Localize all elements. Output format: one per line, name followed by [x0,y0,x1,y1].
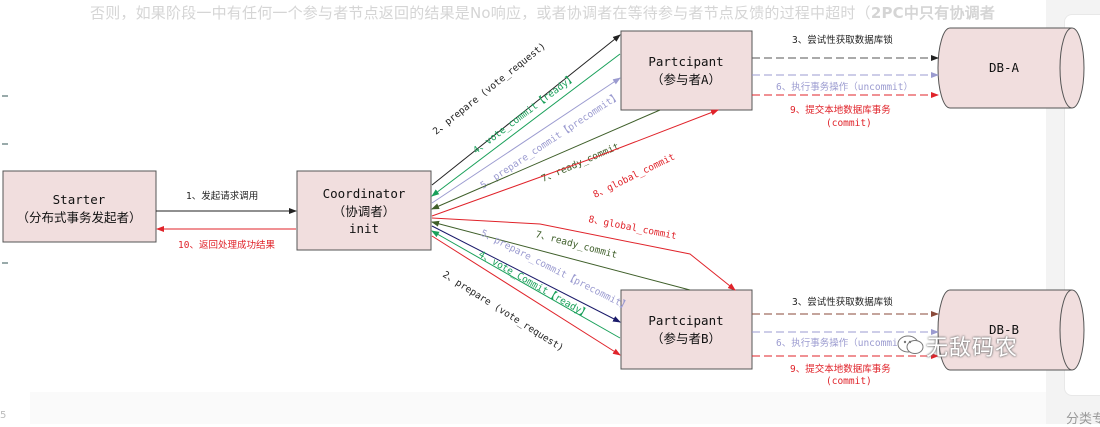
edge-b-prepare-label: 2、prepare (vote_request) [440,269,565,354]
edge-db-b-commit-label: 9、提交本地数据库事务 [790,363,891,375]
db-a-node: DB-A [937,27,1085,109]
edge-return-result-label: 10、返回处理成功结果 [178,239,275,251]
edge-db-b-execute-label: 6、执行事务操作（uncommit） [776,337,913,349]
gutter-mark [2,262,8,264]
edge-b-ready-commit-label: 7、ready_commit [534,229,618,261]
gutter-mark [2,95,8,97]
sidebar-category-text: 分类专 [1066,412,1100,427]
edge-db-a-lock: 3、尝试性获取数据库锁 [752,34,939,61]
edge-a-ready-commit: 7、ready_commit [431,109,661,210]
edge-db-a-lock-label: 3、尝试性获取数据库锁 [792,34,893,46]
edge-start-call: 1、发起请求调用 [156,190,297,214]
edge-a-global-commit-label: 8、global_commit [591,152,676,201]
db-b-node: DB-B [937,289,1085,371]
edge-b-global-commit-label: 8、global_commit [587,214,677,242]
edge-return-result: 10、返回处理成功结果 [156,226,296,251]
coordinator-node: Coordinator （协调者） init [296,170,432,251]
participant-b-node: Partcipant （参与者B） [620,289,753,370]
article-footer-shadow [30,392,1046,424]
coordinator-subtitle: （协调者） [333,204,396,219]
starter-subtitle: （分布式事务发起者） [16,210,141,225]
top-text-bold: 2PC中只有协调者 [870,4,996,22]
left-gutter-number: 5 [0,410,7,421]
edge-db-a-execute: 6、执行事务操作（uncommit） [752,72,939,93]
edge-db-b-execute: 6、执行事务操作（uncommit） [752,329,939,349]
edge-db-b-commit-sublabel: (commit) [826,376,872,387]
edge-start-call-label: 1、发起请求调用 [186,190,258,202]
wechat-icon [897,335,924,354]
edge-db-b-lock: 3、尝试性获取数据库锁 [752,296,939,317]
edge-db-a-commit: 9、提交本地数据库事务 (commit) [752,92,939,129]
db-a-label: DB-A [989,60,1020,75]
starter-node: Starter （分布式事务发起者） [2,170,157,243]
edge-db-a-commit-label: 9、提交本地数据库事务 [790,104,891,116]
watermark-text: 无敌码农 [926,336,1019,361]
edge-db-b-lock-label: 3、尝试性获取数据库锁 [792,296,893,308]
participant-b-subtitle: （参与者B） [651,331,721,346]
db-b-label: DB-B [989,322,1019,337]
edge-a-prepare-commit: 5、prepare_commit【precommit】 [431,77,623,204]
edge-db-a-commit-sublabel: (commit) [826,118,872,129]
edge-db-b-commit: 9、提交本地数据库事务 (commit) [752,353,939,387]
participant-a-subtitle: （参与者A） [651,72,721,87]
participant-a-title: Partcipant [648,54,723,69]
coordinator-state: init [349,221,379,236]
starter-title: Starter [53,192,106,207]
top-text-normal: 否则，如果阶段一中有任何一个参与者节点返回的结果是No响应，或者协调者在等待参与… [90,4,871,22]
participant-a-node: Partcipant （参与者A） [620,30,753,111]
edge-b-prepare-commit: 5、prepare_commit【precommit】 [431,225,631,323]
edge-a-vote-commit: 4、vote_commit【ready】 [431,53,621,197]
gutter-mark [2,143,8,145]
edge-a-prepare-label: 2、prepare (vote_request) [431,41,548,138]
article-top-text: 否则，如果阶段一中有任何一个参与者节点返回的结果是No响应，或者协调者在等待参与… [90,2,1020,26]
participant-b-title: Partcipant [648,313,723,328]
edge-db-a-execute-label: 6、执行事务操作（uncommit） [776,81,913,93]
coordinator-title: Coordinator [323,186,406,201]
